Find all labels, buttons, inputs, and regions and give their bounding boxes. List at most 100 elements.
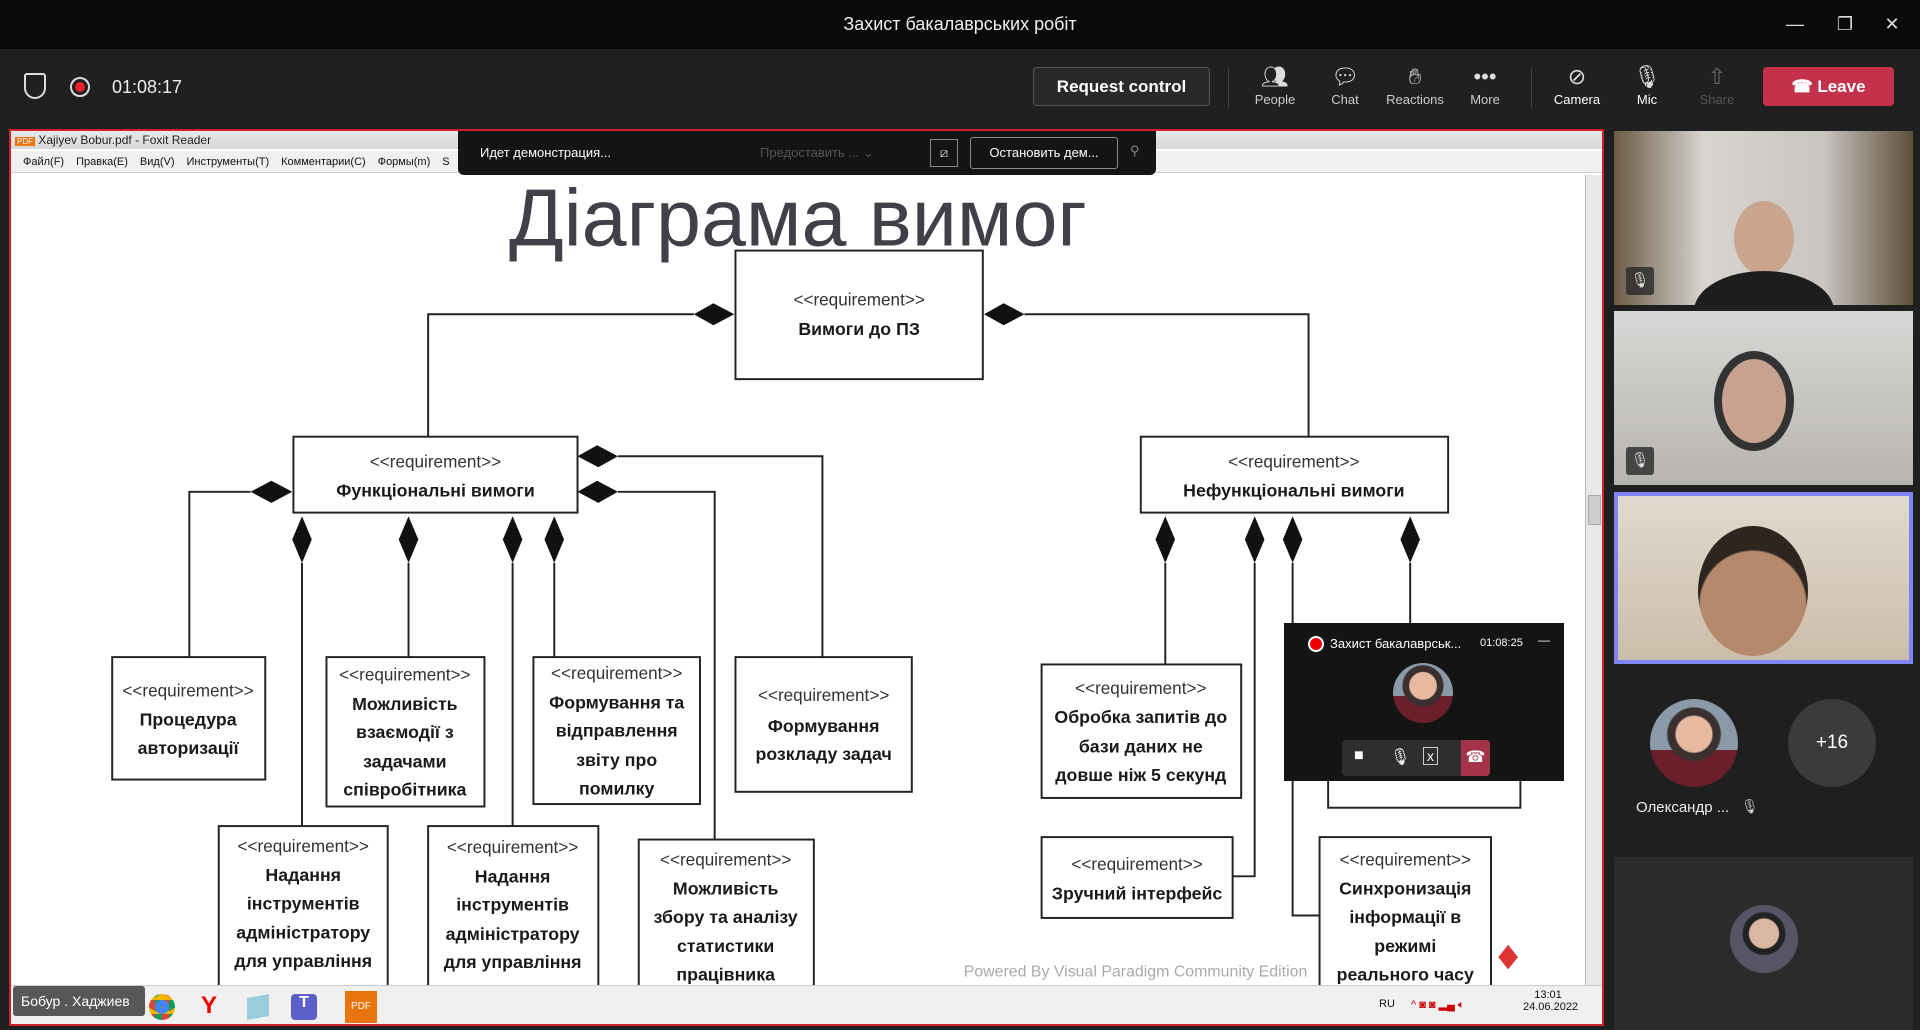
svg-text:адміністратору: адміністратору [446, 924, 580, 944]
svg-text:Процедура: Процедура [140, 710, 237, 730]
svg-text:для управління: для управління [234, 951, 372, 971]
req-report: <<requirement>>Формування тавідправлення… [549, 663, 684, 798]
hangup-button[interactable]: ☎︎ [1461, 740, 1490, 776]
share-button[interactable]: ⇧ Share [1682, 62, 1752, 107]
muted-icon: 🎙︎ [1741, 798, 1759, 814]
camera-icon[interactable]: ■ [1354, 747, 1364, 764]
pin-icon[interactable]: ⚲ [1130, 143, 1140, 158]
video-tile[interactable]: 🎙︎ [1614, 131, 1913, 305]
share-icon: ⇧ [1707, 64, 1727, 89]
mic-icon[interactable]: 🎙︎ [1390, 749, 1411, 766]
chrome-icon[interactable] [149, 994, 175, 1020]
shared-screen: PDF Xajiyev Bobur.pdf - Foxit Reader Фай… [9, 129, 1604, 1026]
req-ui: <<requirement>>Зручний інтерфейс [1052, 854, 1223, 903]
req-auth: <<requirement>> Процедура авторизації [122, 680, 253, 758]
svg-text:співробітника: співробітника [343, 779, 466, 799]
app-icon[interactable] [247, 994, 269, 1020]
share-label: Share [1699, 92, 1735, 107]
minimize-share-icon[interactable]: ⧄ [930, 139, 958, 167]
mini-title: Захист бакалаврськ... [1330, 636, 1462, 651]
svg-text:<<requirement>>: <<requirement>> [551, 663, 682, 683]
mic-button[interactable]: 🎙︎Mic [1612, 62, 1682, 107]
more-participants-button[interactable]: +16 [1788, 699, 1876, 787]
leave-button[interactable]: ☎︎ Leave [1763, 67, 1894, 106]
foxit-taskbar-icon[interactable]: PDF [345, 991, 377, 1023]
participant-name: Олександр ... [1636, 799, 1730, 816]
title-bar: Захист бакалаврських робіт — ❐ ✕ [0, 0, 1920, 49]
people-icon: 👥︎ [1261, 64, 1289, 89]
tray-icons[interactable]: ^ ◙ ◙ ▂▄ 🔈︎ [1411, 999, 1465, 1011]
svg-text:розкладу задач: розкладу задач [755, 744, 891, 764]
active-speaker-tile[interactable] [1614, 492, 1913, 664]
teams-icon[interactable]: T [291, 994, 317, 1020]
shield-icon[interactable] [24, 73, 46, 99]
stereotype-label: <<requirement>> [1228, 451, 1359, 471]
pdf-icon: PDF [15, 137, 35, 146]
menu-edit[interactable]: Правка(E) [76, 156, 128, 168]
menu-view[interactable]: Вид(V) [139, 156, 175, 168]
vertical-scrollbar[interactable] [1585, 175, 1602, 985]
participant-avatar[interactable] [1650, 699, 1738, 787]
camera-button[interactable]: ⊘Camera [1542, 62, 1612, 107]
stereotype-label: <<requirement>> [793, 290, 924, 310]
close-button[interactable]: ✕ [1884, 14, 1900, 34]
menu-comments[interactable]: Комментарии(C) [281, 156, 366, 168]
svg-text:<<requirement>>: <<requirement>> [660, 849, 791, 869]
svg-text:<<requirement>>: <<requirement>> [122, 680, 253, 700]
svg-text:адміністратору: адміністратору [236, 923, 370, 943]
minimize-button[interactable]: — [1786, 14, 1804, 34]
svg-text:статистики: статистики [677, 936, 774, 956]
language-indicator[interactable]: RU [1379, 998, 1395, 1010]
svg-text:авторизації: авторизації [138, 738, 240, 758]
mini-timer: 01:08:25 [1480, 637, 1523, 649]
chat-button[interactable]: 💬︎Chat [1310, 62, 1380, 107]
video-tile[interactable] [1614, 857, 1913, 1030]
video-tile[interactable]: 🎙︎ [1614, 311, 1913, 485]
more-label: More [1470, 92, 1500, 107]
menu-forms[interactable]: Формы(m) [377, 156, 431, 168]
menu-file[interactable]: Файл(F) [23, 156, 65, 168]
svg-text:для управління: для управління [444, 952, 582, 972]
participant-video [1698, 526, 1808, 656]
svg-text:<<requirement>>: <<requirement>> [1075, 678, 1206, 698]
svg-text:<<requirement>>: <<requirement>> [1340, 849, 1471, 869]
screen-share-bar: Идет демонстрация... Предоставить ... ⌄ … [458, 131, 1156, 175]
yandex-icon[interactable]: Y [201, 992, 218, 1019]
mini-call-window: Захист бакалаврськ... 01:08:25 — ■ 🎙︎ x … [1284, 623, 1564, 781]
svg-text:довше ніж 5 секунд: довше ніж 5 секунд [1055, 765, 1226, 785]
svg-text:<<requirement>>: <<requirement>> [758, 685, 889, 705]
req-admin-tools-2: <<requirement>>Наданняінструментівадміні… [444, 837, 582, 972]
people-button[interactable]: 👥︎ People [1240, 62, 1310, 107]
request-control-button[interactable]: Request control [1033, 67, 1210, 106]
menu-more[interactable]: S [442, 156, 450, 168]
svg-text:бази даних не: бази даних не [1079, 737, 1203, 757]
more-icon: ••• [1473, 64, 1497, 89]
svg-text:Синхронизація: Синхронизація [1339, 879, 1471, 899]
recording-icon [1308, 636, 1324, 652]
svg-text:помилку: помилку [579, 778, 655, 798]
more-button[interactable]: ••• More [1450, 62, 1520, 107]
svg-text:Надання: Надання [475, 866, 551, 886]
presenter-name: Бобур . Хаджиев [13, 986, 145, 1016]
svg-text:задачами: задачами [363, 751, 446, 771]
stop-share-icon[interactable]: x [1423, 747, 1438, 765]
people-label: People [1254, 92, 1296, 107]
svg-text:<<requirement>>: <<requirement>> [339, 664, 470, 684]
svg-text:Можливість: Можливість [673, 879, 779, 899]
participant-video [1714, 351, 1794, 451]
menu-tools[interactable]: Инструменты(T) [186, 156, 270, 168]
svg-text:інструментів: інструментів [247, 893, 360, 913]
visual-paradigm-logo-icon [1498, 944, 1518, 970]
svg-text:Надання: Надання [265, 865, 341, 885]
restore-button[interactable]: ❐ [1836, 14, 1854, 34]
muted-icon: 🎙︎ [1626, 267, 1654, 295]
svg-text:відправлення: відправлення [556, 721, 678, 741]
reactions-button[interactable]: ✋︎Reactions [1380, 62, 1450, 107]
stop-sharing-button[interactable]: Остановить дем... [970, 137, 1118, 169]
presenter-avatar [1393, 663, 1453, 723]
give-control-dropdown[interactable]: Предоставить ... ⌄ [760, 145, 874, 160]
mini-minimize-button[interactable]: — [1538, 633, 1550, 647]
